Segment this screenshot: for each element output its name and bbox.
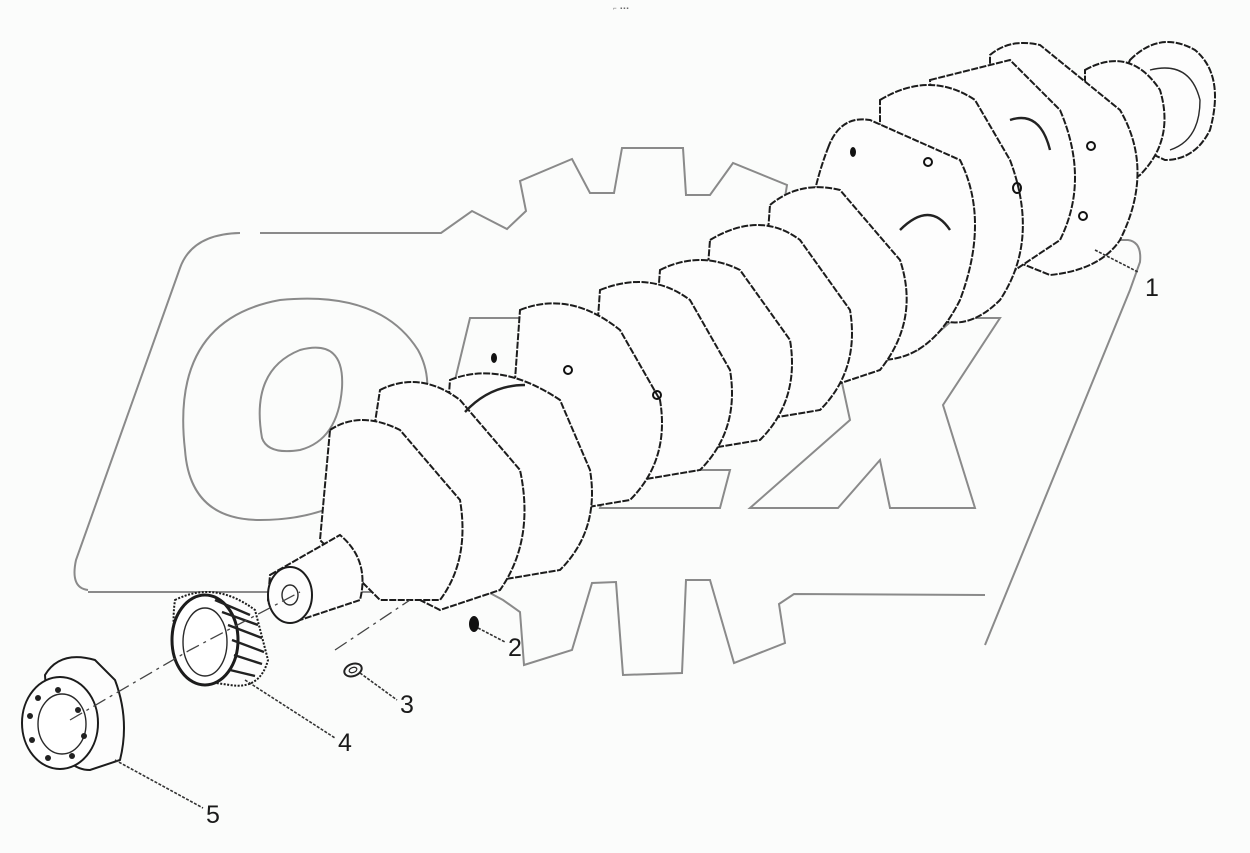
assembly-axis	[69, 591, 411, 721]
leader-lines	[114, 249, 1139, 809]
callout-1: 1	[1145, 274, 1159, 302]
watermark-letter-x	[747, 317, 1002, 509]
top-marker: ⌐ ▪▪▪	[613, 6, 630, 12]
oil-hole-markers	[491, 141, 1096, 400]
crankshaft	[266, 41, 1216, 624]
pulley-hub	[21, 656, 125, 772]
callout-4: 4	[338, 729, 352, 757]
watermark-gear-outline	[73, 147, 1142, 677]
woodruff-key	[343, 662, 363, 678]
callout-5: 5	[206, 801, 220, 829]
dowel-pin	[469, 616, 479, 632]
callout-2: 2	[508, 634, 522, 662]
callout-3: 3	[400, 691, 414, 719]
crankshaft-gear	[170, 591, 270, 687]
